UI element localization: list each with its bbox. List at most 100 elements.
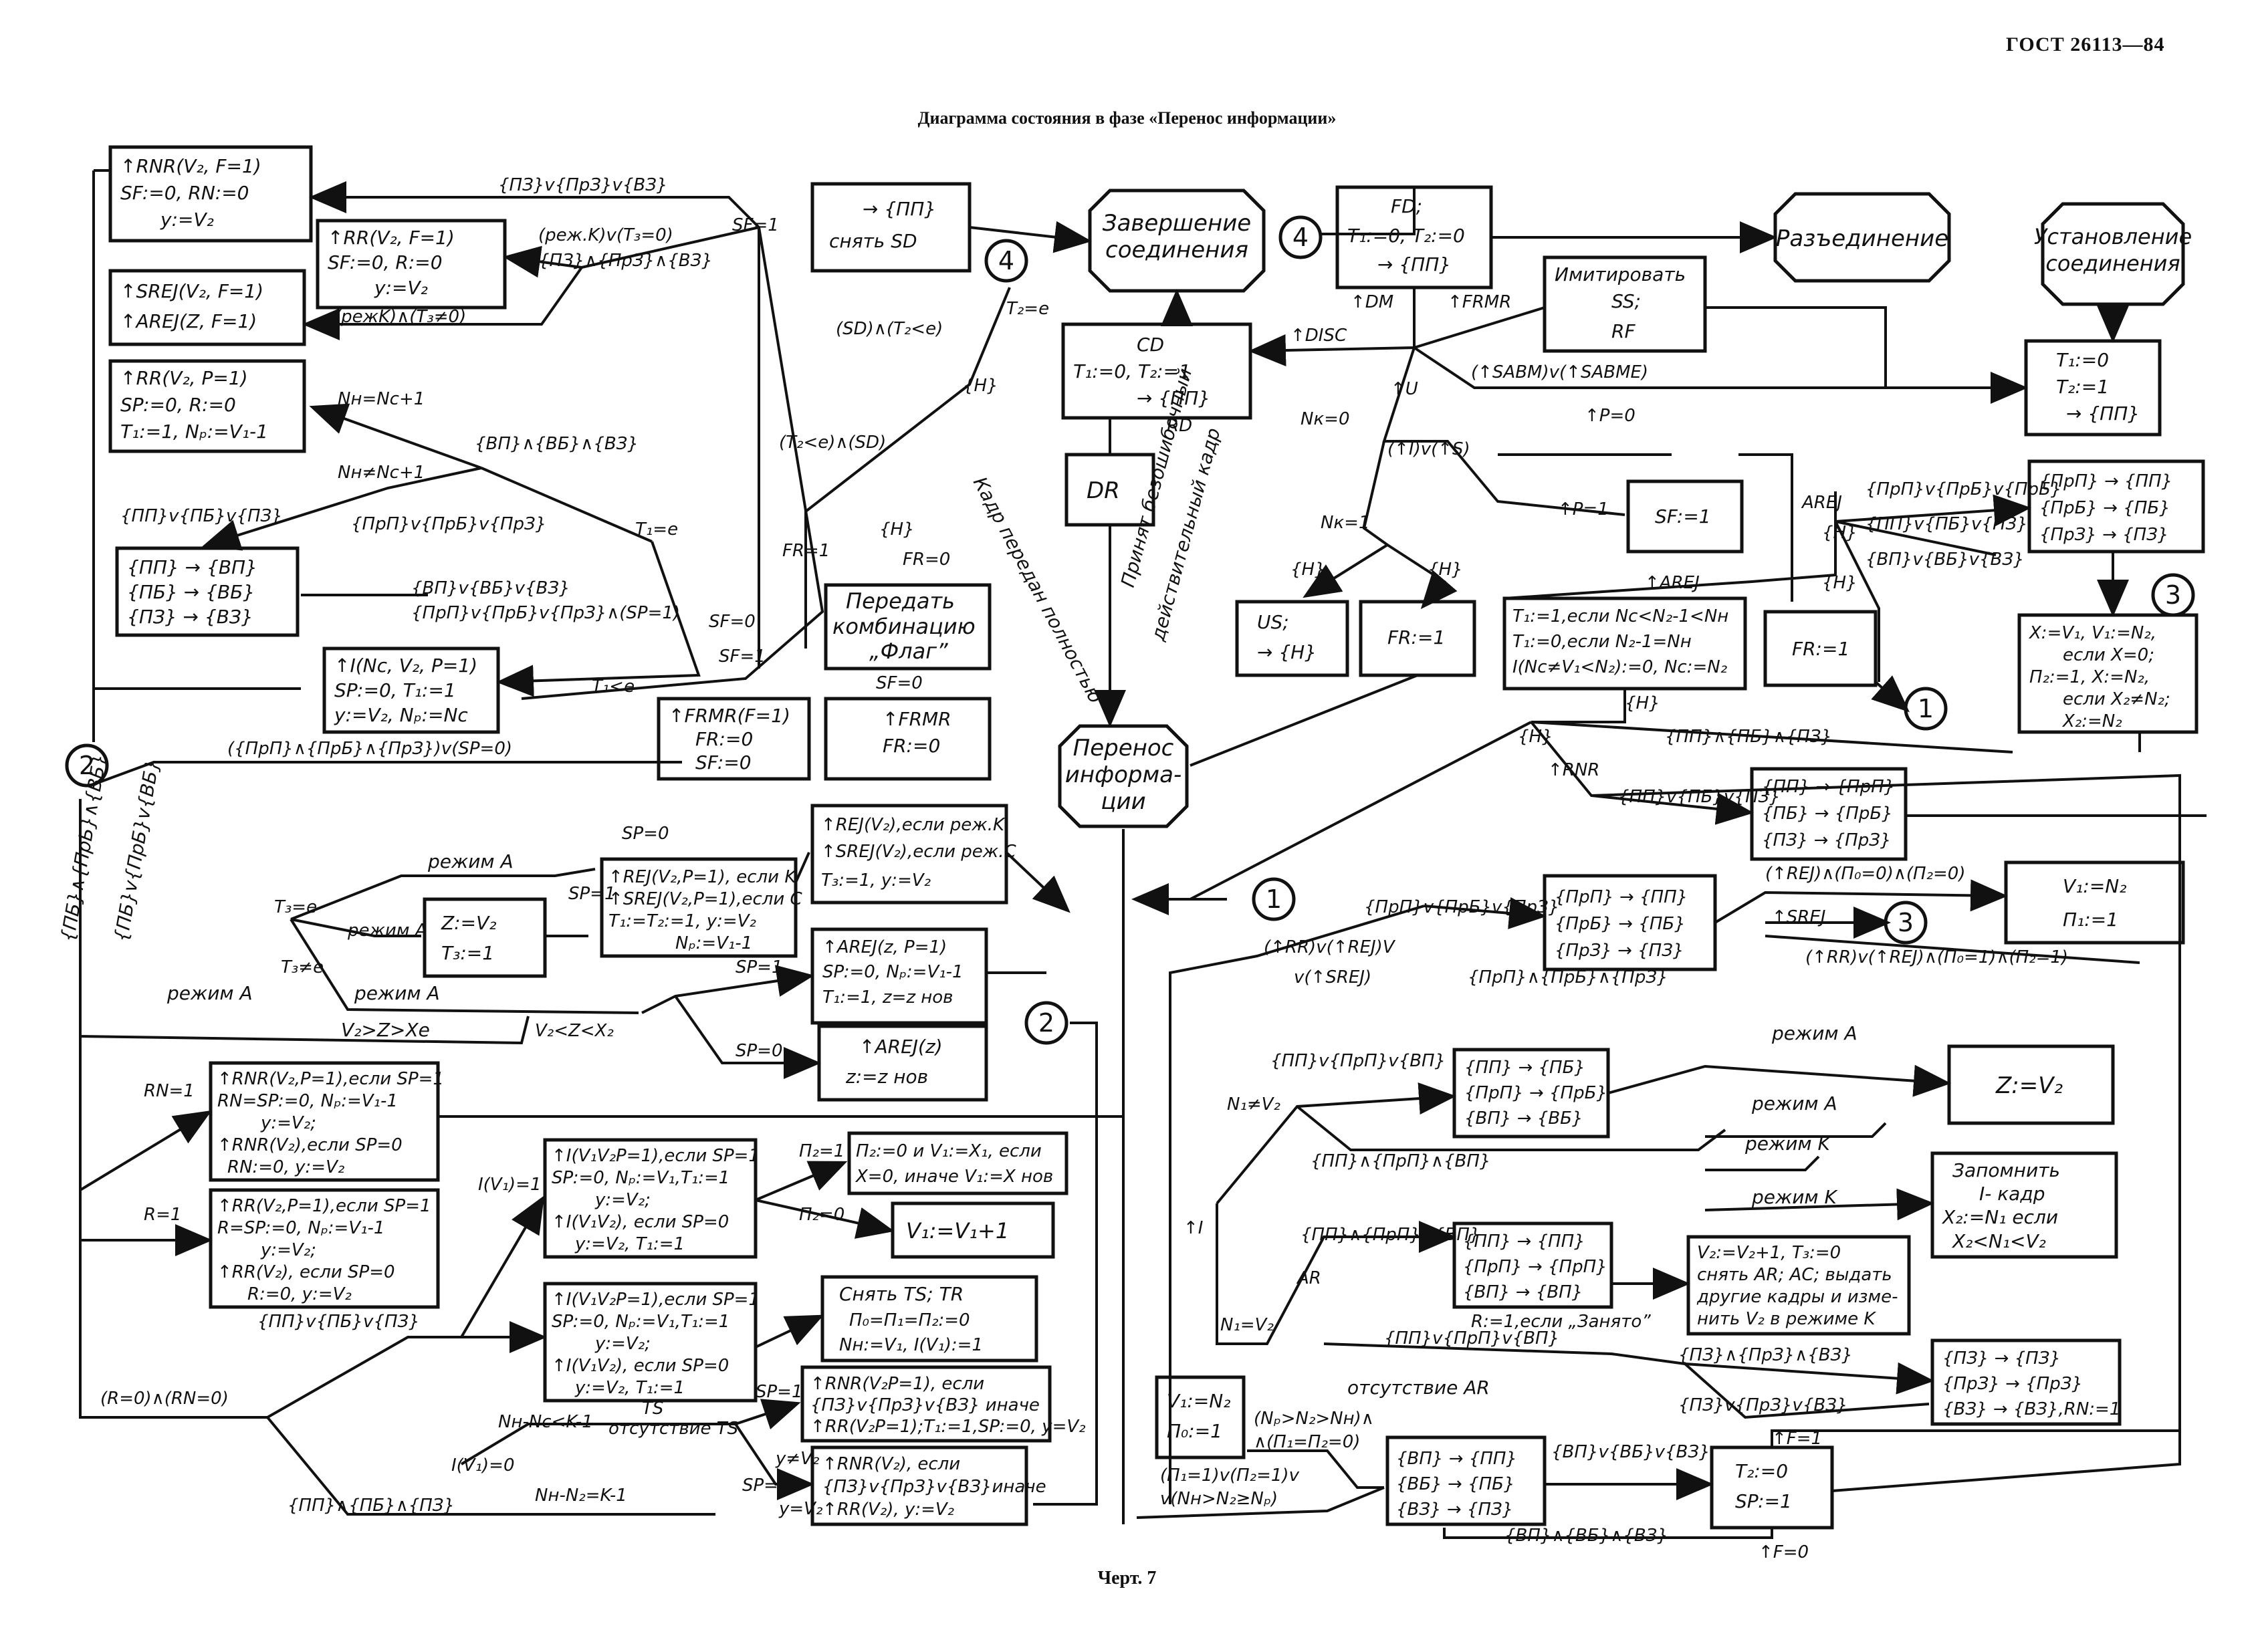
box-prp-map2-line3: {ПрЗ} → {ПЗ} — [1555, 941, 1684, 961]
label-l_sp0: SP=0 — [622, 824, 669, 844]
label-l_rnr: ↑RNR — [1548, 760, 1599, 780]
label-l_sf1: SF=1 — [732, 215, 779, 235]
box-sf1: SF:=1 — [1626, 479, 1744, 554]
box-arej-p1: ↑AREJ(z, P=1) SP:=0, Nₚ:=V₁-1 T₁:=1, z=z… — [810, 927, 988, 1025]
box-remove-sd-line2: снять SD — [829, 230, 917, 252]
box-rnr-sf-line1: ↑RNR(V₂, F=1) — [120, 155, 261, 177]
box-remember-line3: X₂:=N₁ если — [1941, 1206, 2058, 1228]
box-t2-sp: T₂:=0 SP:=1 — [1710, 1445, 1834, 1530]
label-l_rd: RD — [1167, 416, 1192, 436]
connector-3-center: 3 — [1884, 901, 1928, 945]
label-l_p1p2_or: (П₁=1)v(П₂=1)v — [1160, 1465, 1300, 1486]
state-transfer-line2: информа- — [1065, 761, 1182, 788]
box-rnr-sf: ↑RNR(V₂, F=1) SF:=0, RN:=0 y:=V₂ — [108, 145, 313, 243]
box-x-v1-line1: X:=V₁, V₁:=N₂, — [2028, 623, 2156, 643]
label-l_vp_neg: {ВП}∧{ВБ}∧{ВЗ} — [1504, 1526, 1668, 1546]
label-l_i_s: (↑I)v(↑S) — [1387, 439, 1470, 459]
box-rnr-sf-line3: y:=V₂ — [160, 209, 214, 231]
label-l_pz_neg: {ПЗ}∧{ПрЗ}∧{ВЗ} — [538, 251, 713, 271]
label-l_arej: AREJ — [1801, 493, 1842, 513]
label-l_h: {H} — [879, 519, 915, 540]
box-rr-p1-line2: SP:=0, R:=0 — [120, 394, 236, 416]
box-frmr-f1-line2: FR:=0 — [695, 728, 753, 750]
label-l_rezh_a_bar: режим A — [427, 850, 514, 872]
box-prp-map-line2: {ПрБ} → {ПБ} — [2039, 498, 2170, 518]
box-i-v1b-line2: SP:=0, Nₚ:=V₁,T₁:=1 — [552, 1312, 729, 1332]
box-rr-r1-line3: y:=V₂; — [260, 1240, 316, 1260]
label-l_rezh_a3: режим A — [1771, 1022, 1857, 1044]
label-l_iv1_0: I(V₁)=0 — [451, 1455, 515, 1476]
connector-2-center-label: 2 — [1038, 1008, 1054, 1038]
box-rr-r1-line4: ↑RR(V₂), если SP=0 — [217, 1262, 395, 1282]
label-l_left_vert2: {ПБ}v{ПрБ}v{ВБ} — [110, 757, 164, 943]
page-title: Диаграмма состояния в фазе «Перенос инфо… — [917, 108, 1337, 128]
label-l_pp_pb_pz: {ПП}v{ПБ}v{ПЗ} — [257, 1312, 420, 1332]
label-l_sf0: SF=0 — [709, 612, 756, 632]
box-pp-bp-line2: {ПрП} → {ПрП} — [1463, 1257, 1607, 1277]
box-z-v2-a-line1: Z:=V₂ — [441, 912, 496, 934]
connector-4-top-center: 4 — [984, 239, 1028, 283]
label-l_iv1_1: I(V₁)=1 — [478, 1175, 542, 1195]
box-fd-line3: → {ПП} — [1377, 253, 1451, 275]
box-pp-pb-line1: {ПП} → {ПБ} — [1464, 1058, 1585, 1078]
label-l_h2: {H} — [1428, 560, 1463, 580]
label-l_sp1b: SP=1 — [736, 957, 783, 977]
box-rr-sf-line3: y:=V₂ — [374, 277, 428, 299]
label-l_rezh_a: режим A — [347, 921, 427, 941]
box-prp-map-line3: {ПрЗ} → {ПЗ} — [2039, 525, 2168, 545]
box-arej-z-line2: z:=z нов — [845, 1066, 928, 1088]
box-dr: DR — [1064, 453, 1155, 527]
box-prp-map: {ПрП} → {ПП} {ПрБ} → {ПБ} {ПрЗ} → {ПЗ} — [2027, 459, 2205, 554]
label-l_v2z: V₂<Z<X₂ — [535, 1021, 614, 1041]
box-imitate-line3: RF — [1611, 320, 1636, 342]
box-rej-k-line1: ↑REJ(V₂,P=1), если K — [608, 867, 797, 887]
box-pz-map: {ПЗ} → {ПЗ} {ПрЗ} → {ПрЗ} {ВЗ} → {ВЗ},RN… — [1930, 1338, 2122, 1426]
box-v1-n2-line1: V₁:=N₂ — [2063, 875, 2126, 897]
label-l_t2e: T₂=e — [1006, 299, 1049, 319]
box-vp-map-line1: {ПП} → {ВП} — [127, 556, 257, 578]
box-rr-sf-line2: SF:=0, R:=0 — [328, 251, 443, 273]
box-rnr-sf-line2: SF:=0, RN:=0 — [120, 182, 249, 204]
box-i-v1-line3: y:=V₂; — [594, 1190, 651, 1210]
box-x-v1-line2: если X=0; — [2063, 645, 2154, 665]
label-l_v2x: V₂>Z>Xe — [341, 1019, 430, 1041]
box-prp-map2-line2: {ПрБ} → {ПБ} — [1555, 914, 1686, 934]
label-l_p21: П₂=1 — [799, 1141, 844, 1161]
state-transfer: Перенос информа- ции — [1058, 724, 1189, 828]
label-l_prp: {ПрП}v{ПрБ}v{ПрЗ} — [351, 514, 546, 534]
box-rr-r1: ↑RR(V₂,P=1),если SP=1 R=SP:=0, Nₚ:=V₁-1 … — [209, 1188, 440, 1309]
label-l_yneq: y≠V₂ — [775, 1449, 819, 1469]
label-l_nn_k: Nн-Nc<K-1 — [498, 1412, 593, 1432]
box-srej-arej-line1: ↑SREJ(V₂, F=1) — [120, 280, 263, 302]
box-remove-ts-line3: Nн:=V₁, I(V₁):=1 — [839, 1335, 983, 1355]
page-header: ГОСТ 26113—84 — [2006, 33, 2165, 55]
connector-1-center: 1 — [1252, 877, 1296, 921]
box-v1-n2-b-line1: V₁:=N₂ — [1167, 1390, 1230, 1412]
box-v1-n2-b-line2: П₀:=1 — [1167, 1420, 1222, 1442]
box-rej-k-line4: Nₚ:=V₁-1 — [675, 933, 752, 953]
label-l_sp0b: SP=0 — [736, 1041, 783, 1061]
label-l_p1p2: ∧(П₁=П₂=0) — [1254, 1432, 1360, 1452]
box-x-v1: X:=V₁, V₁:=N₂, если X=0; П₂:=1, X:=N₂, е… — [2017, 613, 2199, 734]
box-prp-map-line1: {ПрП} → {ПП} — [2039, 471, 2172, 491]
label-l_bottom_cond: ({ПрП}∧{ПрБ}∧{ПрЗ})v(SP=0) — [227, 739, 512, 759]
box-i-v1b-line5: y:=V₂, T₁:=1 — [574, 1378, 685, 1398]
box-frmr: ↑FRMR FR:=0 — [824, 697, 992, 781]
box-imitate-line1: Имитировать — [1555, 263, 1686, 285]
state-establish-line1: Установление — [2034, 224, 2192, 249]
box-remove-ts-line2: П₀=П₁=П₂:=0 — [849, 1310, 970, 1330]
connector-2-center: 2 — [1024, 1001, 1068, 1045]
figure-caption: Черт. 7 — [1097, 1568, 1157, 1588]
box-v1-n2-line2: П₁:=1 — [2063, 909, 2118, 931]
label-l_rezh_a2: режим A — [354, 982, 440, 1004]
box-rnr-sp1-line1: ↑RNR(V₂P=1), если — [810, 1374, 984, 1394]
box-rr-sf: ↑RR(V₂, F=1) SF:=0, R:=0 y:=V₂ — [316, 219, 507, 310]
box-remove-sd-line1: → {ПП} — [863, 198, 936, 220]
box-rr-p1-line3: T₁:=1, Nₚ:=V₁-1 — [120, 421, 268, 443]
box-z-v2-a-line2: T₃:=1 — [441, 942, 494, 964]
label-l_vp_vb: {ВП}∧{ВБ}∧{ВЗ} — [475, 434, 639, 454]
box-p2-x1-line2: X=0, иначе V₁:=X нов — [855, 1167, 1053, 1187]
connector-4-fd: 4 — [1278, 215, 1323, 259]
box-rej-v2-line3: T₃:=1, y:=V₂ — [821, 870, 931, 891]
label-l_sd_t2: (SD)∧(T₂<e) — [836, 319, 943, 339]
